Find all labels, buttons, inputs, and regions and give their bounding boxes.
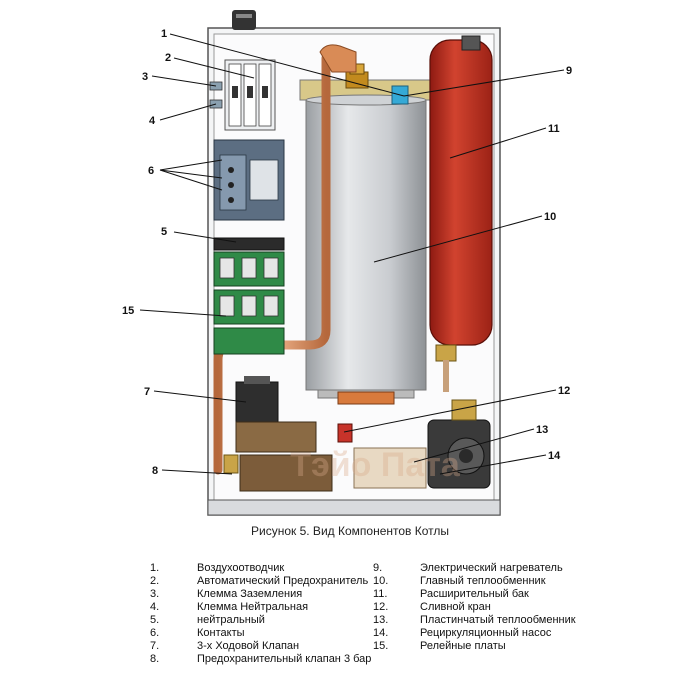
leader-line-6a <box>159 159 223 171</box>
legend-number: 1. <box>150 562 160 574</box>
figure-caption: Рисунок 5. Вид Компонентов Котлы <box>251 524 449 538</box>
callout-14: 14 <box>548 450 561 462</box>
leader-line-10 <box>373 215 543 263</box>
legend-number: 5. <box>150 614 160 626</box>
legend-text: Воздухоотводчик <box>197 562 285 574</box>
legend-number: 12. <box>373 601 389 613</box>
leader-line-14 <box>439 454 547 475</box>
legend-text: Клемма Заземления <box>197 588 303 600</box>
callout-8: 8 <box>152 465 158 477</box>
leader-line-9 <box>403 69 565 97</box>
leader-line-5 <box>173 231 237 243</box>
legend-number: 8. <box>150 653 160 665</box>
callout-2: 2 <box>165 52 171 64</box>
callout-numbers: 1 2 3 4 5 6 7 8 9 10 11 12 13 14 15 <box>122 28 572 477</box>
plate-heat-exchanger <box>353 447 427 489</box>
safety-valve <box>223 454 239 474</box>
leader-line-12 <box>343 389 557 433</box>
callout-10: 10 <box>544 211 556 223</box>
expansion-tank <box>429 35 493 392</box>
three-way-valve <box>235 376 317 453</box>
watermark: Тэйо Пата <box>290 446 461 484</box>
callout-11: 11 <box>548 123 560 135</box>
leader-line-1 <box>169 33 405 97</box>
leader-line-6c <box>159 169 223 191</box>
leader-line-6b <box>159 169 223 179</box>
relay-boards <box>213 237 285 355</box>
lower-manifold <box>239 454 333 492</box>
legend-number: 6. <box>150 627 160 639</box>
callout-15: 15 <box>122 305 134 317</box>
legend-number: 13. <box>373 614 389 626</box>
callout-6: 6 <box>148 165 154 177</box>
legend-text: Релейные платы <box>420 640 506 652</box>
legend-text: Электрический нагреватель <box>420 562 563 574</box>
callout-13: 13 <box>536 424 548 436</box>
legend-text: Расширительный бак <box>420 588 529 600</box>
legend-number: 2. <box>150 575 160 587</box>
legend-number: 4. <box>150 601 160 613</box>
legend-text: Клемма Нейтральная <box>197 601 309 613</box>
legend-text: нейтральный <box>197 614 265 626</box>
legend-number: 10. <box>373 575 389 587</box>
leader-line-15 <box>139 309 227 317</box>
leader-line-4 <box>159 103 217 121</box>
circulation-pump <box>427 399 491 489</box>
leader-line-8 <box>161 469 233 475</box>
circuit-breakers <box>209 59 276 131</box>
callout-1: 1 <box>161 28 167 40</box>
legend-text: Сливной кран <box>420 601 491 613</box>
callout-9: 9 <box>566 65 572 77</box>
legend-number: 15. <box>373 640 389 652</box>
legend-text: 3-х Ходовой Клапан <box>197 640 300 652</box>
leader-line-11 <box>449 127 547 159</box>
legend-text: Предохранительный клапан 3 бар <box>197 653 372 665</box>
legend-text: Контакты <box>197 627 245 639</box>
drain-cock <box>337 423 353 443</box>
legend-number: 3. <box>150 588 160 600</box>
leader-lines <box>139 33 565 475</box>
boiler-components-diagram: Тэйо Пата 1 2 3 4 5 6 7 8 9 10 11 12 13 … <box>122 10 572 516</box>
leader-line-7 <box>153 390 247 403</box>
legend-number: 14. <box>373 627 389 639</box>
legend-text: Рециркуляционный насос <box>420 627 552 639</box>
legend-number: 11. <box>373 588 388 600</box>
callout-5: 5 <box>161 226 167 238</box>
contactors <box>213 139 285 221</box>
legend-number: 7. <box>150 640 160 652</box>
legend-text: Пластинчатый теплообменник <box>420 614 576 626</box>
legend-text: Главный теплообменник <box>420 575 546 587</box>
callout-3: 3 <box>142 71 148 83</box>
leader-line-3 <box>151 75 217 87</box>
leader-line-13 <box>413 428 535 463</box>
leader-line-2 <box>173 57 255 79</box>
callout-4: 4 <box>149 115 156 127</box>
callout-7: 7 <box>144 386 150 398</box>
legend-number: 9. <box>373 562 383 574</box>
callout-12: 12 <box>558 385 570 397</box>
legend-text: Автоматический Предохранитель <box>197 575 369 587</box>
